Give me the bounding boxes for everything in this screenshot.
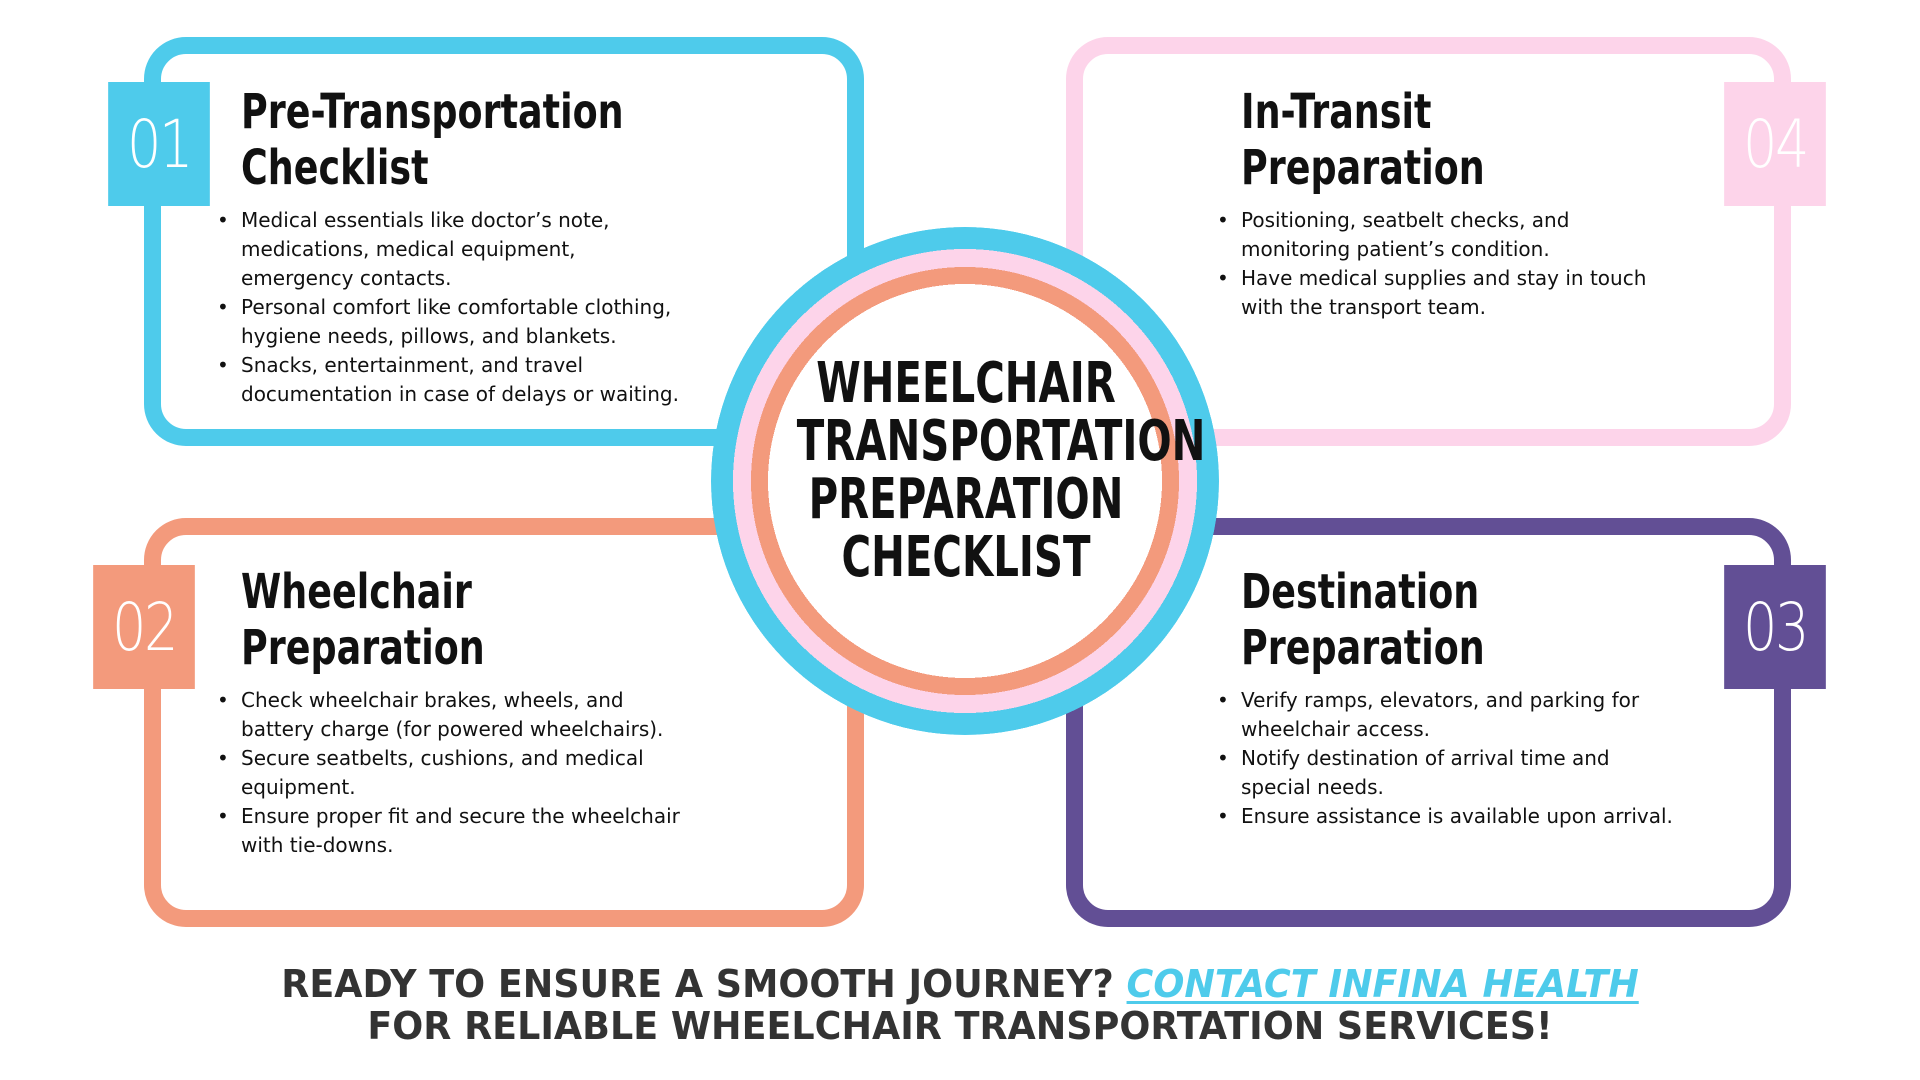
center-title-line: CHECKLIST (841, 525, 1091, 590)
item-line: monitoring patient’s condition. (1241, 237, 1550, 261)
center-title-line: PREPARATION (808, 467, 1124, 532)
item-line: Personal comfort like comfortable clothi… (241, 295, 672, 319)
item-line: Ensure proper fit and secure the wheelch… (241, 804, 680, 828)
item-line: special needs. (1241, 775, 1384, 799)
checklist: • Positioning, seatbelt checks, and monito… (1217, 206, 1761, 322)
card-in-transit (1066, 37, 1791, 446)
item-line: Ensure assistance is available upon arri… (1241, 804, 1673, 828)
item-line: wheelchair access. (1241, 717, 1431, 741)
section-title: In-Transit Preparation (1241, 84, 1636, 196)
item-line: Positioning, seatbelt checks, and (1241, 208, 1570, 232)
bullet-icon: • (1217, 688, 1229, 712)
section-title: Destination Preparation (1241, 564, 1636, 676)
bullet-icon: • (1217, 804, 1229, 828)
item-line: with tie-downs. (241, 833, 394, 857)
checklist-item: • Secure seatbelts, cushions, and medical… (217, 744, 761, 802)
item-line: Secure seatbelts, cushions, and medical (241, 746, 644, 770)
checklist-item: • Verify ramps, elevators, and parking fo… (1217, 686, 1761, 744)
section-title-line: Pre-Transportation (241, 84, 624, 140)
step-number-badge-04: 04 (1724, 82, 1826, 206)
item-line: medications, medical equipment, (241, 237, 576, 261)
bullet-icon: • (1217, 266, 1229, 290)
center-title: WHEELCHAIR TRANSPORTATION PREPARATION CH… (797, 355, 1206, 590)
section-title-line: Preparation (241, 620, 485, 676)
checklist-item: • Have medical supplies and stay in touch… (1217, 264, 1761, 322)
checklist: • Medical essentials like doctor’s note, m… (217, 206, 761, 409)
bullet-icon: • (1217, 746, 1229, 770)
item-line: Check wheelchair brakes, wheels, and (241, 688, 624, 712)
checklist-item: • Check wheelchair brakes, wheels, and bat… (217, 686, 761, 744)
checklist-item: • Positioning, seatbelt checks, and monito… (1217, 206, 1761, 264)
checklist-item: • Ensure assistance is available upon arr… (1217, 802, 1761, 831)
center-title-line: TRANSPORTATION (796, 409, 1206, 474)
section-title: Wheelchair Preparation (241, 564, 636, 676)
checklist-item: • Personal comfort like comfortable cloth… (217, 293, 761, 351)
bullet-icon: • (217, 804, 229, 828)
section-title: Pre-Transportation Checklist (241, 84, 636, 196)
checklist-item: • Ensure proper fit and secure the wheelc… (217, 802, 761, 860)
card-pre-transportation (144, 37, 864, 446)
item-line: battery charge (for powered wheelchairs)… (241, 717, 664, 741)
item-line: Have medical supplies and stay in touch (1241, 266, 1647, 290)
item-line: Verify ramps, elevators, and parking for (1241, 688, 1640, 712)
item-line: Snacks, entertainment, and travel (241, 353, 584, 377)
item-line: emergency contacts. (241, 266, 452, 290)
center-circle (711, 227, 1219, 735)
item-line: equipment. (241, 775, 356, 799)
section-title-line: Checklist (241, 140, 429, 196)
cta-line-1: READY TO ENSURE A SMOOTH JOURNEY? CONTAC… (38, 963, 1881, 1005)
section-title-line: Preparation (1241, 620, 1485, 676)
checklist-item: • Notify destination of arrival time and s… (1217, 744, 1761, 802)
checklist-item: • Medical essentials like doctor’s note, m… (217, 206, 761, 293)
call-to-action: READY TO ENSURE A SMOOTH JOURNEY? CONTAC… (0, 963, 1920, 1047)
step-number-badge-01: 01 (108, 82, 210, 206)
bullet-icon: • (217, 353, 229, 377)
checklist: • Verify ramps, elevators, and parking fo… (1217, 686, 1761, 831)
bullet-icon: • (217, 688, 229, 712)
checklist-item: • Snacks, entertainment, and travel docume… (217, 351, 761, 409)
section-pre-transportation: Pre-Transportation Checklist • Medical es… (217, 84, 761, 409)
section-in-transit: In-Transit Preparation • Positioning, sea… (1217, 84, 1761, 322)
center-title-line: WHEELCHAIR (816, 351, 1116, 416)
item-line: with the transport team. (1241, 295, 1486, 319)
step-number-badge-03: 03 (1724, 565, 1826, 689)
bullet-icon: • (217, 746, 229, 770)
item-line: hygiene needs, pillows, and blankets. (241, 324, 617, 348)
item-line: documentation in case of delays or waiti… (241, 382, 679, 406)
bullet-icon: • (217, 295, 229, 319)
cta-line-2: FOR RELIABLE WHEELCHAIR TRANSPORTATION S… (367, 1004, 1553, 1048)
section-title-line: Destination (1241, 564, 1480, 620)
checklist: • Check wheelchair brakes, wheels, and bat… (217, 686, 761, 860)
item-line: Medical essentials like doctor’s note, (241, 208, 610, 232)
bullet-icon: • (1217, 208, 1229, 232)
cta-text: READY TO ENSURE A SMOOTH JOURNEY? (281, 962, 1127, 1006)
section-title-line: In-Transit (1241, 84, 1432, 140)
item-line: Notify destination of arrival time and (1241, 746, 1610, 770)
section-destination-preparation: Destination Preparation • Verify ramps, e… (1217, 564, 1761, 831)
step-number-badge-02: 02 (93, 565, 195, 689)
bullet-icon: • (217, 208, 229, 232)
section-title-line: Wheelchair (241, 564, 472, 620)
contact-link[interactable]: CONTACT INFINA HEALTH (1126, 962, 1639, 1006)
section-wheelchair-preparation: Wheelchair Preparation • Check wheelchair… (217, 564, 761, 860)
section-title-line: Preparation (1241, 140, 1485, 196)
